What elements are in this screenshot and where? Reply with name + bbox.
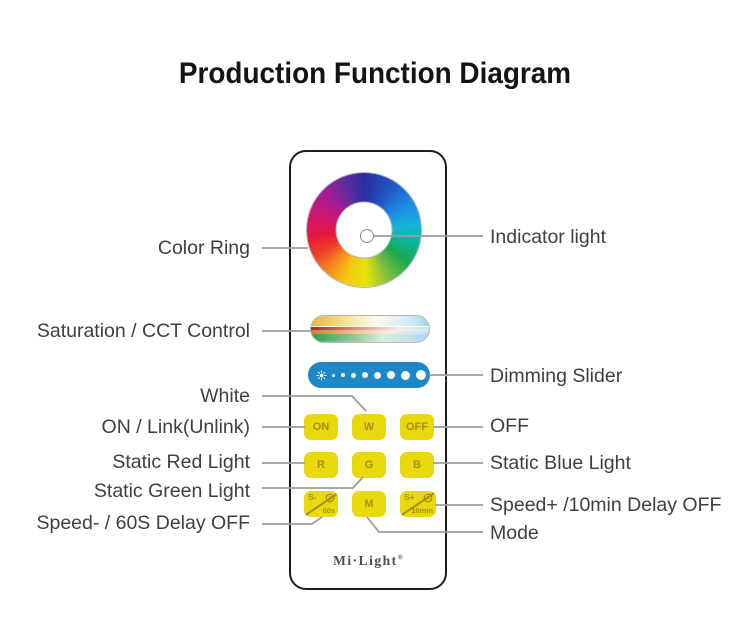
dimmer-dot[interactable] <box>416 370 426 380</box>
label-static-green: Static Green Light <box>93 480 250 502</box>
brightness-low-icon <box>316 369 327 381</box>
label-on-link: ON / Link(Unlink) <box>101 416 250 438</box>
white-button[interactable]: W <box>352 414 386 440</box>
green-button[interactable]: G <box>352 452 386 478</box>
on-button[interactable]: ON <box>304 414 338 440</box>
page-title: Production Function Diagram <box>178 57 572 90</box>
dimmer-dot[interactable] <box>341 373 345 377</box>
dimmer-dot[interactable] <box>362 372 368 378</box>
label-mode: Mode <box>490 522 539 544</box>
blue-button[interactable]: B <box>400 452 434 478</box>
label-static-red: Static Red Light <box>112 451 250 473</box>
speed-plus-label: S+ <box>404 492 415 502</box>
label-static-blue: Static Blue Light <box>490 452 631 474</box>
registered-mark: ® <box>397 553 403 562</box>
dimmer-dot[interactable] <box>387 371 395 379</box>
mode-button[interactable]: M <box>352 491 386 517</box>
label-off: OFF <box>490 415 529 437</box>
dimmer-dots <box>332 370 426 380</box>
dimmer-dot[interactable] <box>401 370 410 380</box>
speed-minus-button[interactable]: S- 60s <box>304 491 338 517</box>
brand-logo: Mi·Light® <box>333 553 403 568</box>
red-button[interactable]: R <box>304 452 338 478</box>
label-speed-plus: Speed+ /10min Delay OFF <box>490 494 722 516</box>
speed-minus-label: S- <box>308 492 317 502</box>
label-dimming-slider: Dimming Slider <box>490 365 623 387</box>
dimmer-dot[interactable] <box>351 372 356 378</box>
clock-icon <box>423 493 433 503</box>
label-saturation-cct: Saturation / CCT Control <box>36 320 250 342</box>
label-indicator-light: Indicator light <box>490 226 606 248</box>
label-color-ring: Color Ring <box>157 237 250 259</box>
speed-plus-sub: 10min <box>411 506 433 515</box>
dimming-slider[interactable] <box>308 362 448 388</box>
clock-icon <box>325 493 335 503</box>
dimmer-dot[interactable] <box>332 373 335 377</box>
speed-plus-button[interactable]: S+ 10min <box>400 491 436 517</box>
label-speed-minus: Speed- / 60S Delay OFF <box>36 512 250 534</box>
indicator-light <box>360 229 374 243</box>
speed-minus-sub: 60s <box>322 506 335 515</box>
off-button[interactable]: OFF <box>400 414 434 440</box>
label-white: White <box>200 385 250 407</box>
dimmer-dot[interactable] <box>374 371 381 379</box>
saturation-cct-slider[interactable] <box>310 315 430 343</box>
brightness-high-icon <box>431 366 448 384</box>
